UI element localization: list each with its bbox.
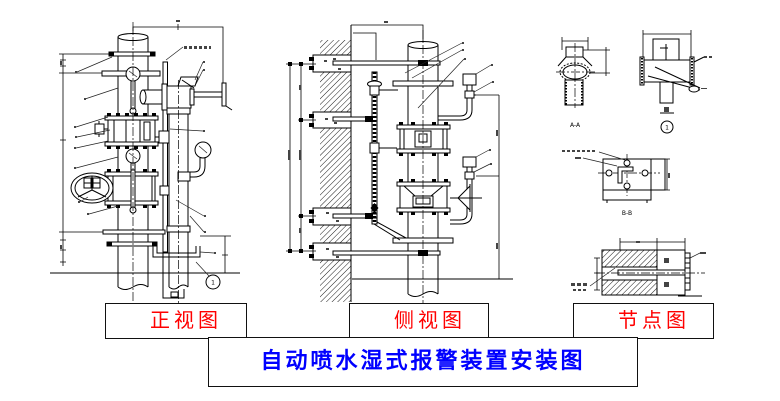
trim-pipe	[162, 61, 168, 253]
trim-pipe	[367, 71, 407, 241]
right-dimension-line	[476, 94, 505, 280]
trim-fitting	[369, 142, 380, 154]
detail-marker-label: 1	[211, 280, 215, 287]
alarm-check-valve-body	[139, 76, 233, 233]
alarm-bell-icon	[462, 156, 477, 168]
wall-hatching	[320, 40, 351, 302]
anchor-bolt	[623, 182, 631, 190]
leader-lines	[75, 46, 215, 254]
anchor-rod	[617, 269, 686, 276]
alarm-valve-side	[396, 179, 451, 215]
alarm-device-upper	[438, 73, 477, 121]
pressure-gauge-icon	[190, 141, 212, 178]
wall-hatching	[602, 280, 657, 295]
right-dimension-line	[200, 235, 231, 274]
left-dimension-line	[59, 53, 109, 266]
pressure-switch-icon	[177, 76, 199, 87]
wall-embedment-detail	[571, 238, 706, 297]
anchor-bolt	[623, 159, 631, 167]
front-view-label-box: 正视图	[105, 303, 247, 339]
valve-stem	[193, 91, 223, 98]
anchor-bolts	[309, 57, 314, 258]
node-view-label-box: 节点图	[573, 303, 714, 339]
test-valve	[177, 171, 191, 182]
detail-one: 1	[639, 30, 712, 134]
side-view-label-box: 侧视图	[349, 303, 489, 339]
trim-connection	[158, 130, 170, 144]
base-plate	[152, 246, 201, 258]
drain-pipe	[162, 252, 185, 299]
leader-lines	[404, 42, 493, 173]
signal-valve-side	[396, 122, 451, 156]
drawing-title: 自动喷水湿式报警装置安装图	[260, 349, 586, 374]
node-view-label: 节点图	[618, 308, 690, 332]
signal-valve-upper	[94, 113, 159, 149]
section-a-a: A-A	[556, 37, 610, 129]
node-detail-drawing: A-A 1	[556, 30, 712, 297]
section-label: A-A	[570, 122, 581, 129]
section-b-b: B-B	[562, 150, 670, 217]
side-view-label: 侧视图	[394, 308, 466, 332]
annotation-text-marks	[571, 241, 706, 291]
front-view-drawing: 1	[50, 20, 240, 303]
front-view-label: 正视图	[150, 308, 222, 332]
top-dimension-line	[132, 24, 224, 84]
front-dimension-lines	[59, 24, 231, 274]
sight-glass	[143, 121, 151, 141]
trim-fitting	[369, 85, 380, 96]
support-bar-lower	[102, 229, 166, 235]
detail-marker-label: 1	[665, 125, 669, 132]
anchor-bolt	[605, 169, 613, 177]
handwheel-icon	[450, 184, 482, 212]
handwheel-icon	[70, 172, 114, 204]
alarm-device-lower	[450, 156, 477, 225]
trim-connection	[159, 185, 170, 196]
section-label: B-B	[622, 210, 632, 217]
anchor-bolt	[641, 169, 649, 177]
mounting-bracket	[617, 166, 634, 184]
pipe-clamp	[108, 51, 156, 57]
wall-hatching	[602, 250, 657, 267]
lower-flange	[106, 241, 158, 247]
detail-marker: 1	[195, 261, 221, 290]
valve-handle	[221, 82, 227, 107]
alarm-bell-icon	[462, 73, 477, 86]
side-view-drawing	[286, 21, 513, 303]
drawing-title-box: 自动喷水湿式报警装置安装图	[208, 337, 638, 387]
